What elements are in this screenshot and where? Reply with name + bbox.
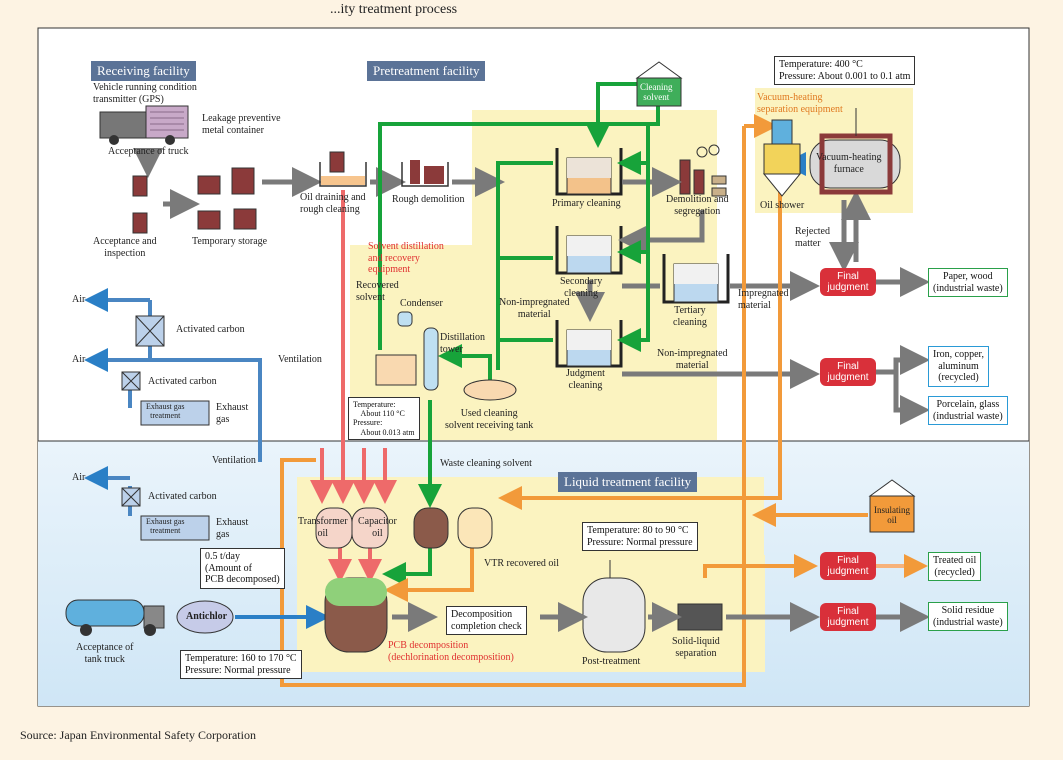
gps-label: Vehicle running condition transmitter (G… [93, 82, 197, 105]
final-judgment-badge: Final judgment [820, 603, 876, 631]
pcb-reactor [324, 577, 388, 653]
output-treated-oil: Treated oil (recycled) [928, 552, 982, 581]
oil-draining-icon [319, 151, 367, 187]
source-caption: Source: Japan Environmental Safety Corpo… [20, 728, 256, 742]
acceptance-inspection-label: Acceptance and inspection [93, 236, 157, 259]
demolition-segregation-label: Demolition and segregation [666, 194, 729, 217]
decomposition-check-box: Decomposition completion check [446, 606, 527, 635]
condenser [397, 311, 413, 327]
insulating-oil-label: Insulating oil [874, 505, 910, 526]
antichlor-tank [176, 600, 234, 634]
judgment-cleaning-tank [555, 320, 623, 368]
judgment-cleaning-label: Judgment cleaning [566, 368, 605, 391]
insulating-oil-house [868, 479, 916, 533]
vacuum-conditions: Temperature: 400 °C Pressure: About 0.00… [774, 56, 916, 85]
distillation-tower [423, 327, 439, 391]
rough-demolition-label: Rough demolition [392, 194, 465, 205]
activated-carbon-label-1: Activated carbon [176, 324, 245, 335]
non-impregnated-label-2: Non-impregnated material [657, 348, 728, 371]
output-paper-wood: Paper, wood (industrial waste) [928, 268, 1008, 297]
solvent-distillation-label: Solvent distillation and recovery equipm… [368, 241, 444, 275]
pretreatment-facility-header: Pretreatment facility [367, 61, 486, 81]
demolition-parts-icon [679, 144, 727, 197]
ventilation-label-1: Ventilation [278, 354, 322, 365]
output-solid-residue: Solid residue (industrial waste) [928, 602, 1008, 631]
exhaust-gas-label-2: Exhaust gas [216, 517, 249, 540]
waste-cleaning-label: Waste cleaning solvent [440, 458, 532, 469]
activated-carbon-boxes [121, 315, 165, 507]
exhaust-treatment-label-2: Exhaust gas treatment [146, 517, 185, 536]
used-cleaning-label: Used cleaning solvent receiving tank [445, 408, 534, 431]
cleaning-solvent-label: Cleaning solvent [640, 82, 673, 103]
final-judgment-badge: Final judgment [820, 552, 876, 580]
tertiary-cleaning-label: Tertiary cleaning [673, 305, 707, 328]
air-label-2: Air [72, 354, 86, 365]
oil-draining-label: Oil draining and rough cleaning [300, 192, 366, 215]
activated-carbon-label-2: Activated carbon [148, 376, 217, 387]
oil-shower-label: Oil shower [760, 200, 805, 211]
tertiary-cleaning-tank [662, 254, 730, 304]
transformer-icons [132, 167, 257, 234]
pcb-amount-box: 0.5 t/day (Amount of PCB decomposed) [200, 548, 285, 589]
solid-liquid-separator [677, 603, 723, 631]
output-iron-copper: Iron, copper, aluminum (recycled) [928, 346, 989, 387]
post-treatment-conditions: Temperature: 80 to 90 °C Pressure: Norma… [582, 522, 698, 551]
vacuum-equipment-label: Vacuum-heating separation equipment [757, 92, 843, 115]
air-ducts [84, 288, 262, 516]
recovered-solvent-tank [375, 354, 417, 386]
capacitor-oil-label: Capacitor oil [358, 516, 397, 539]
truck-icon [99, 105, 189, 145]
air-label-3: Air [72, 472, 86, 483]
vacuum-furnace [809, 139, 901, 189]
air-label-1: Air [72, 294, 86, 305]
oil-shower-tower [762, 119, 802, 197]
rejected-matter-label: Rejected matter [795, 226, 830, 249]
primary-cleaning-label: Primary cleaning [552, 198, 621, 209]
pcb-decomposition-label: PCB decomposition (dechlorination decomp… [388, 640, 514, 663]
condenser-label: Condenser [400, 298, 443, 309]
non-impregnated-label-1: Non-impregnated material [499, 297, 570, 320]
exhaust-treatment-box-2 [140, 515, 210, 541]
cleaning-solvent-house [635, 61, 683, 107]
distillation-conditions: Temperature: About 110 °C Pressure: Abou… [348, 397, 420, 440]
temporary-storage-label: Temporary storage [192, 236, 268, 247]
output-porcelain-glass: Porcelain, glass (industrial waste) [928, 396, 1008, 425]
used-solvent-tank [463, 379, 517, 401]
exhaust-treatment-box-1 [140, 400, 210, 426]
final-judgment-badge: Final judgment [820, 268, 876, 296]
page-title-fragment: ...ity treatment process [330, 2, 458, 17]
vtr-recovered-label: VTR recovered oil [484, 558, 559, 569]
tank-truck-label: Acceptance of tank truck [76, 642, 134, 665]
tank-truck-icon [65, 599, 165, 636]
post-treatment-label: Post-treatment [582, 656, 641, 667]
recovered-solvent-label: Recovered solvent [356, 280, 399, 303]
transformer-oil-label: Transformer oil [298, 516, 348, 539]
exhaust-treatment-label-1: Exhaust gas treatment [146, 402, 185, 421]
activated-carbon-label-3: Activated carbon [148, 491, 217, 502]
final-judgment-badge: Final judgment [820, 358, 876, 386]
impregnated-label: Impregnated material [738, 288, 789, 311]
reactor-conditions-box: Temperature: 160 to 170 °C Pressure: Nor… [180, 650, 302, 679]
liquid-treatment-header: Liquid treatment facility [558, 472, 698, 492]
distillation-tower-label: Distillation tower [440, 332, 485, 355]
antichlor-label: Antichlor [186, 611, 228, 622]
receiving-facility-header: Receiving facility [91, 61, 196, 81]
solid-liquid-label: Solid-liquid separation [672, 636, 720, 659]
vacuum-furnace-label: Vacuum-heating furnace [816, 152, 882, 175]
ventilation-label-2: Ventilation [212, 455, 256, 466]
post-treatment-vessel [582, 577, 646, 653]
truck-label: Acceptance of truck [108, 146, 189, 157]
oil-tanks [315, 507, 493, 549]
exhaust-gas-label-1: Exhaust gas [216, 402, 249, 425]
leakage-label: Leakage preventive metal container [202, 113, 281, 136]
secondary-cleaning-label: Secondary cleaning [560, 276, 603, 299]
rough-demolition-icon [401, 160, 449, 187]
